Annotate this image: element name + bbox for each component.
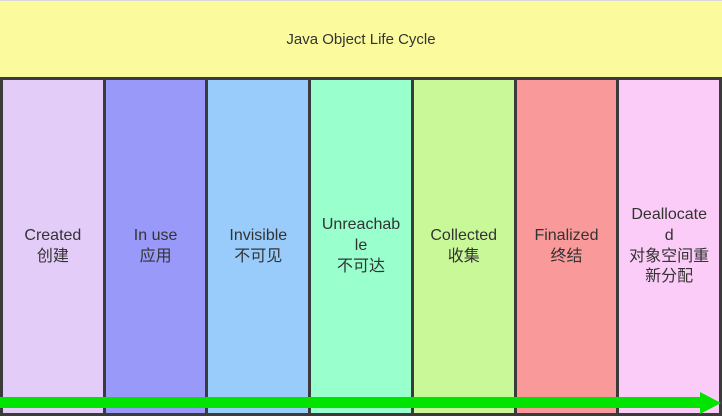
stage-column-collected: Collected 收集	[410, 80, 514, 413]
stage-label-en: Unreachable	[321, 216, 401, 255]
stage-label-zh: 应用	[139, 247, 172, 265]
stages-row: Created 创建 In use 应用 Invisible 不可见 Unrea…	[0, 77, 722, 416]
stage-column-deallocated: Deallocated 对象空间重新分配	[616, 80, 720, 413]
stage-column-finalized: Finalized 终结	[513, 80, 617, 413]
stage-label-zh: 创建	[36, 247, 69, 265]
title-banner: Java Object Life Cycle	[0, 0, 722, 77]
stage-column-in-use: In use 应用	[102, 80, 206, 413]
stage-label-zh: 对象空间重新分配	[629, 247, 710, 286]
stage-column-invisible: Invisible 不可见	[205, 80, 309, 413]
stage-label-en: Finalized	[534, 226, 599, 244]
diagram-title: Java Object Life Cycle	[286, 30, 436, 48]
stage-label-zh: 不可见	[234, 247, 283, 265]
stage-label-zh: 不可达	[337, 257, 386, 275]
stage-column-created: Created 创建	[3, 80, 103, 413]
stage-label-en: In use	[133, 226, 178, 244]
stage-column-unreachable: Unreachable 不可达	[308, 80, 411, 413]
stage-label-en: Collected	[430, 226, 498, 244]
stage-label-en: Invisible	[229, 226, 288, 244]
stage-label-zh: 终结	[550, 247, 583, 265]
stage-label-zh: 收集	[447, 247, 480, 265]
stage-label-en: Deallocated	[631, 205, 707, 244]
stage-label-en: Created	[24, 226, 82, 244]
